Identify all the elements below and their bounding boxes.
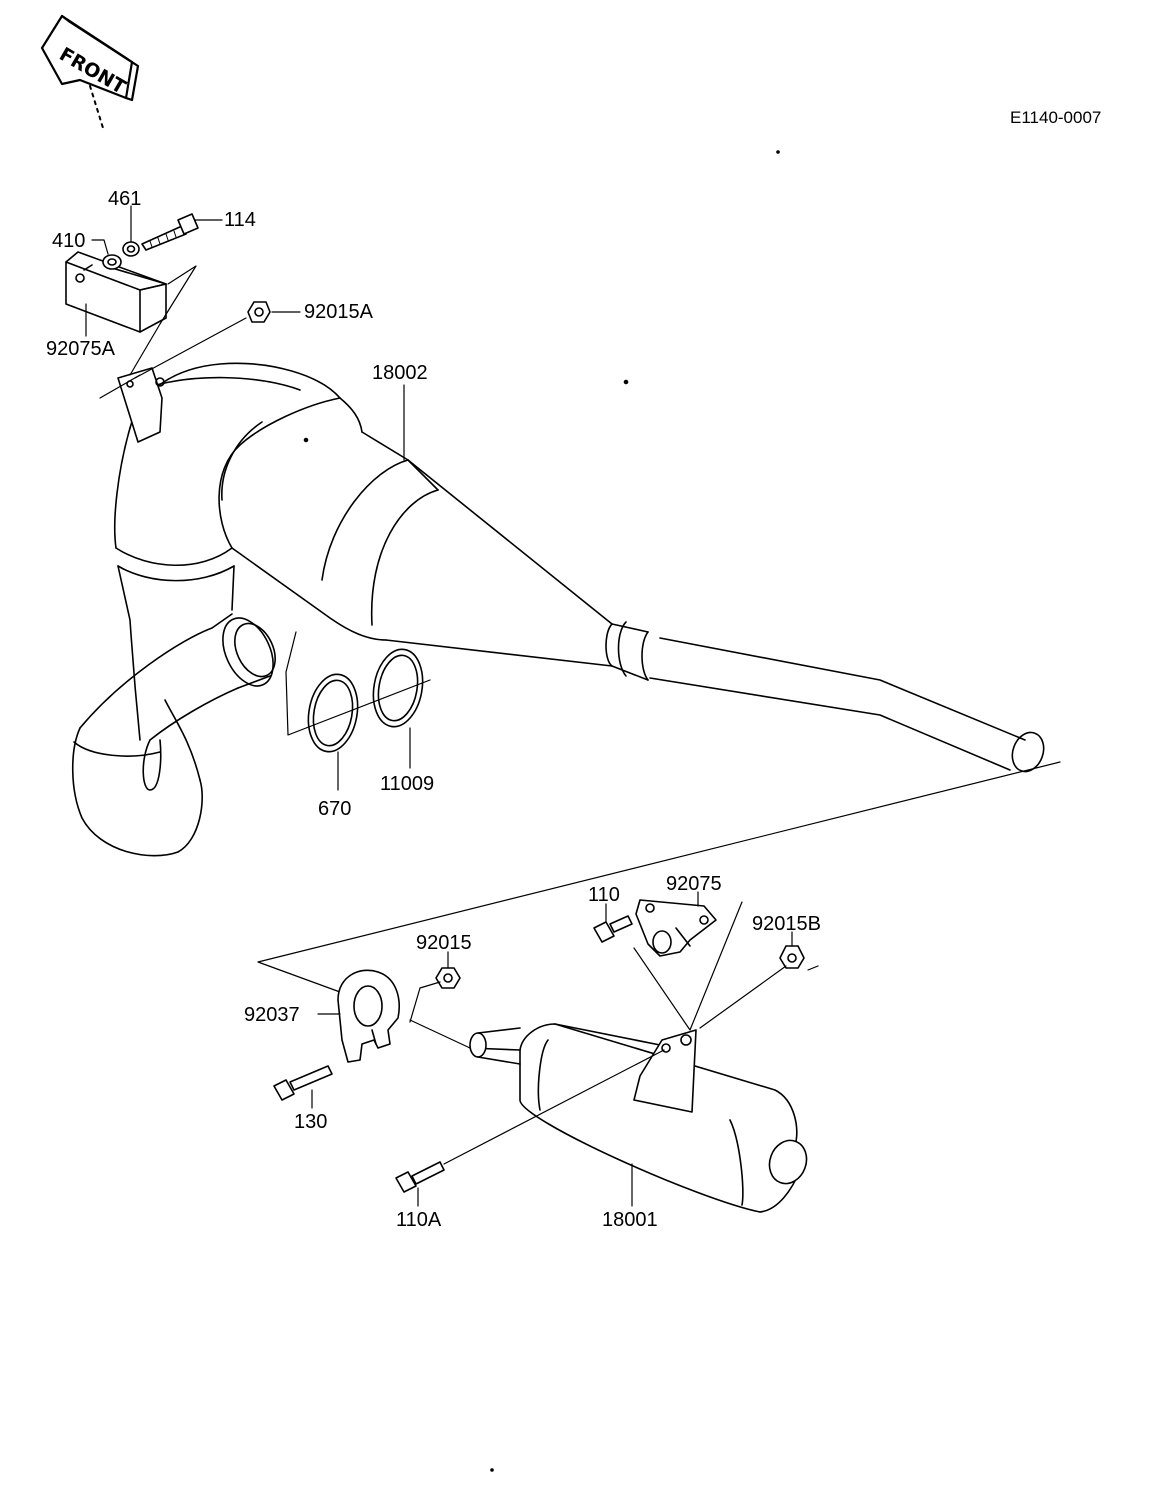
label-92075a: 92075A — [46, 338, 116, 360]
label-92015b: 92015B — [752, 913, 821, 935]
nut-92015a — [247, 301, 271, 323]
label-11009: 11009 — [380, 773, 434, 795]
label-92015: 92015 — [416, 932, 472, 954]
expansion-chamber — [71, 362, 1045, 857]
gasket-11009 — [372, 648, 424, 728]
label-92037: 92037 — [244, 1004, 300, 1026]
bracket-92075 — [635, 899, 717, 957]
front-arrow-icon: FRONT — [40, 14, 140, 129]
bolt-110a — [395, 1161, 445, 1193]
bolt-130 — [273, 1065, 333, 1101]
leader-lines — [85, 205, 793, 1207]
bracket-92075a — [65, 251, 167, 333]
clamp-92037 — [337, 969, 400, 1063]
bolt-110 — [593, 915, 633, 943]
washer-461 — [122, 241, 140, 257]
label-92015a: 92015A — [304, 301, 374, 323]
label-18002: 18002 — [372, 362, 428, 384]
label-461: 461 — [108, 188, 141, 210]
diagram-code: E1140-0007 — [1010, 108, 1101, 127]
label-114: 114 — [224, 209, 256, 231]
label-410: 410 — [52, 230, 85, 252]
label-110a: 110A — [396, 1209, 442, 1231]
label-670: 670 — [318, 798, 351, 820]
label-18001: 18001 — [602, 1209, 658, 1231]
bolt-114 — [141, 213, 199, 251]
gasket-670 — [307, 673, 359, 753]
label-92075: 92075 — [666, 873, 722, 895]
label-130: 130 — [294, 1111, 327, 1133]
nut-92015 — [435, 967, 461, 989]
washer-410 — [102, 254, 122, 270]
silencer — [469, 1023, 808, 1213]
label-110: 110 — [588, 884, 620, 906]
nut-92015b — [779, 945, 805, 969]
